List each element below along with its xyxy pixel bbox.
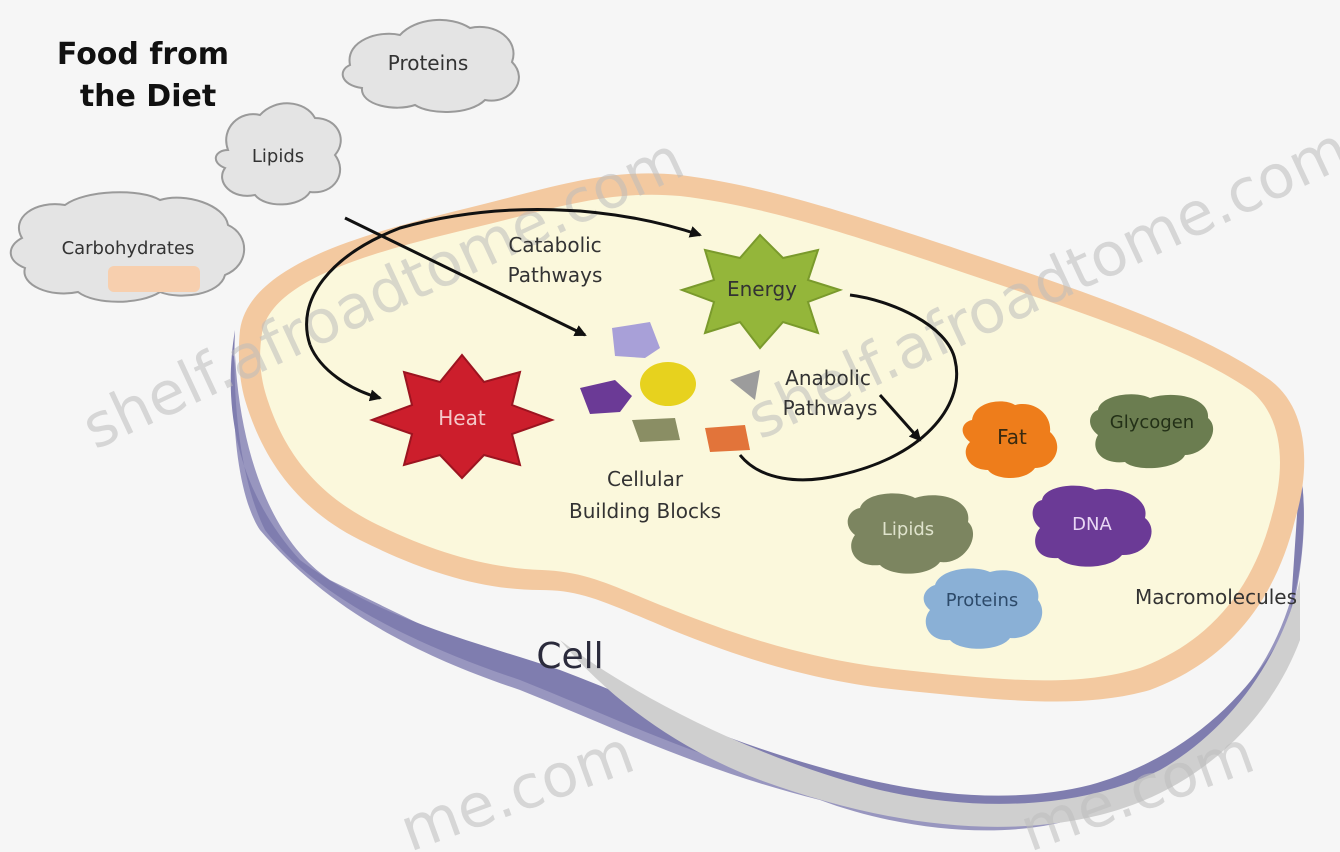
cloud-lipids: Lipids [216,103,341,204]
cloud-proteins: Proteins [343,20,519,112]
watermark-3: me.com [391,717,643,852]
macro-fat: Fat [963,401,1058,478]
cloud-carbohydrates: Carbohydrates [11,192,244,302]
building-blocks-line-2: Building Blocks [569,499,721,523]
block-yellow [640,362,696,406]
anabolic-label-line-1: Anabolic [785,366,871,390]
heat-label: Heat [438,406,486,430]
block-orange [705,425,750,452]
building-blocks-line-1: Cellular [607,467,684,491]
macro-proteins-label: Proteins [946,590,1018,611]
cloud-lipids-label: Lipids [252,146,304,167]
watermark-4: me.com [1011,717,1263,852]
catabolic-label-line-2: Pathways [508,263,603,287]
macro-lipids-label: Lipids [882,519,934,540]
macro-glycogen-label: Glycogen [1110,412,1194,433]
catabolic-label-line-1: Catabolic [508,233,601,257]
title-line-1: Food from [57,37,229,72]
cloud-proteins-label: Proteins [388,51,469,75]
energy-label: Energy [727,277,797,301]
macromolecules-label: Macromolecules [1135,585,1297,609]
block-olive [632,418,680,442]
macro-fat-label: Fat [997,425,1027,449]
energy-star: Energy [682,235,840,348]
title-line-2: the Diet [80,79,216,114]
cloud-carbohydrates-label: Carbohydrates [62,238,195,259]
macro-dna-label: DNA [1072,514,1112,535]
anabolic-label-line-2: Pathways [783,396,878,420]
cell-label: Cell [536,636,603,677]
